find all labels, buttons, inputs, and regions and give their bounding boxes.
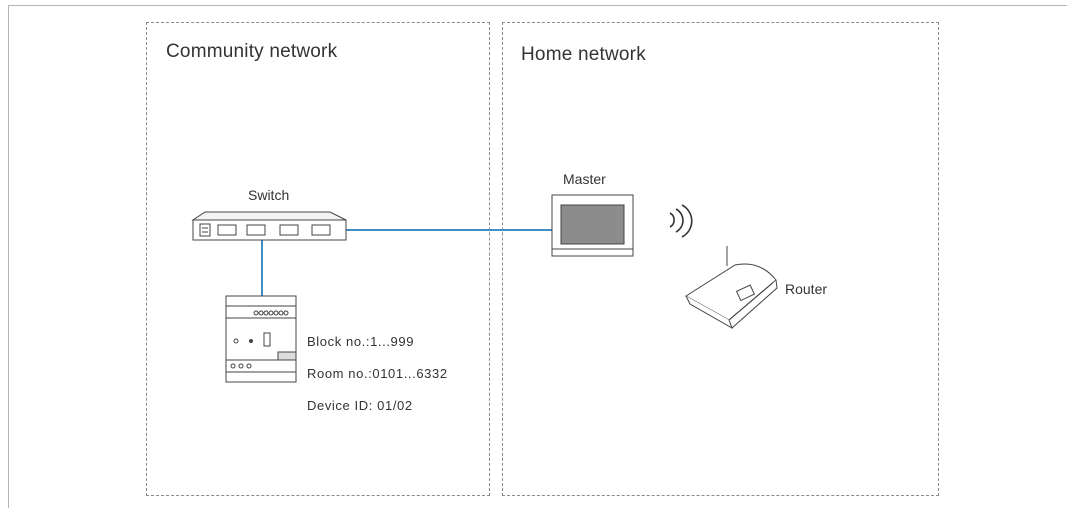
master-label: Master bbox=[563, 171, 606, 187]
room-number-text: Room no.:0101...6332 bbox=[307, 366, 448, 381]
home-network-zone bbox=[502, 22, 939, 496]
home-network-title: Home network bbox=[521, 44, 646, 65]
wireless-signal-icon bbox=[669, 204, 693, 238]
switch-label: Switch bbox=[248, 187, 290, 203]
page-frame-top bbox=[8, 5, 1067, 6]
router-icon bbox=[685, 246, 778, 330]
router-label: Router bbox=[785, 281, 828, 297]
master-monitor-icon bbox=[551, 194, 634, 257]
page-frame-left bbox=[8, 5, 9, 508]
switch-icon bbox=[191, 211, 347, 241]
gateway-device-icon bbox=[225, 295, 297, 383]
community-network-zone bbox=[146, 22, 490, 496]
community-network-title: Community network bbox=[166, 41, 338, 62]
block-number-text: Block no.:1...999 bbox=[307, 334, 415, 349]
device-id-text: Device ID: 01/02 bbox=[307, 398, 413, 413]
